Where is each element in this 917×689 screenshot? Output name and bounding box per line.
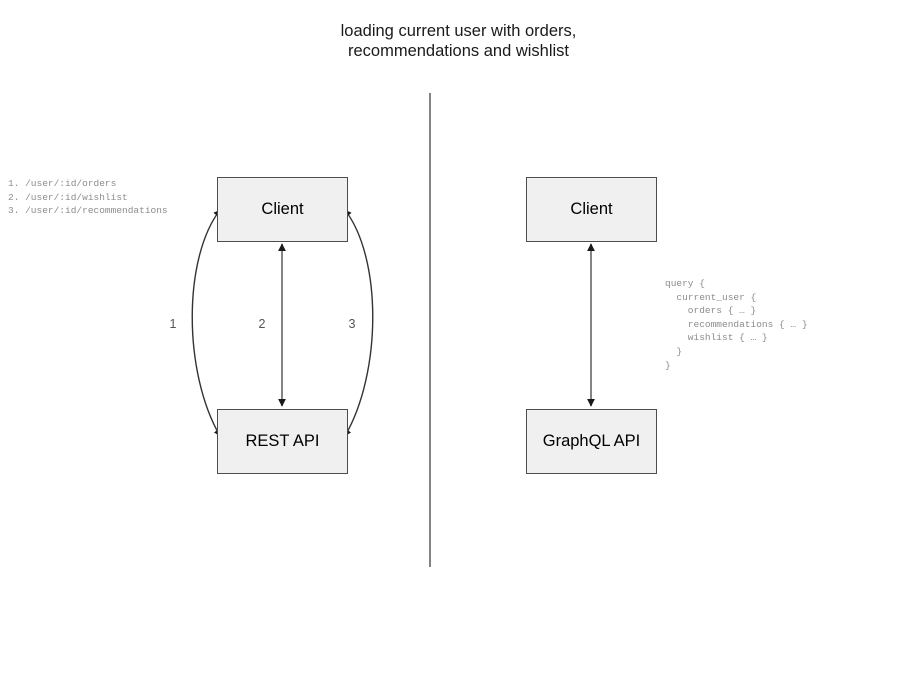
node-graphql-api-label: GraphQL API (542, 432, 641, 450)
node-graphql-client[interactable]: Client (526, 177, 657, 242)
rest-edge-1-curve (191, 209, 221, 437)
node-rest-client[interactable]: Client (217, 177, 348, 242)
rest-edge-label-2: 2 (258, 317, 266, 331)
graphql-query-snippet: query { current_user { orders { … } reco… (665, 278, 808, 371)
node-graphql-api[interactable]: GraphQL API (526, 409, 657, 474)
node-graphql-client-label: Client (570, 200, 613, 218)
rest-edge-label-3: 3 (348, 317, 356, 331)
node-rest-api-label: REST API (245, 432, 320, 450)
diagram-title: loading current user with orders, recomm… (340, 22, 577, 60)
rest-endpoint-list: 1. /user/:id/orders 2. /user/:id/wishlis… (8, 178, 168, 217)
node-rest-client-label: Client (261, 200, 304, 218)
rest-edge-label-1: 1 (169, 317, 177, 331)
node-rest-api[interactable]: REST API (217, 409, 348, 474)
